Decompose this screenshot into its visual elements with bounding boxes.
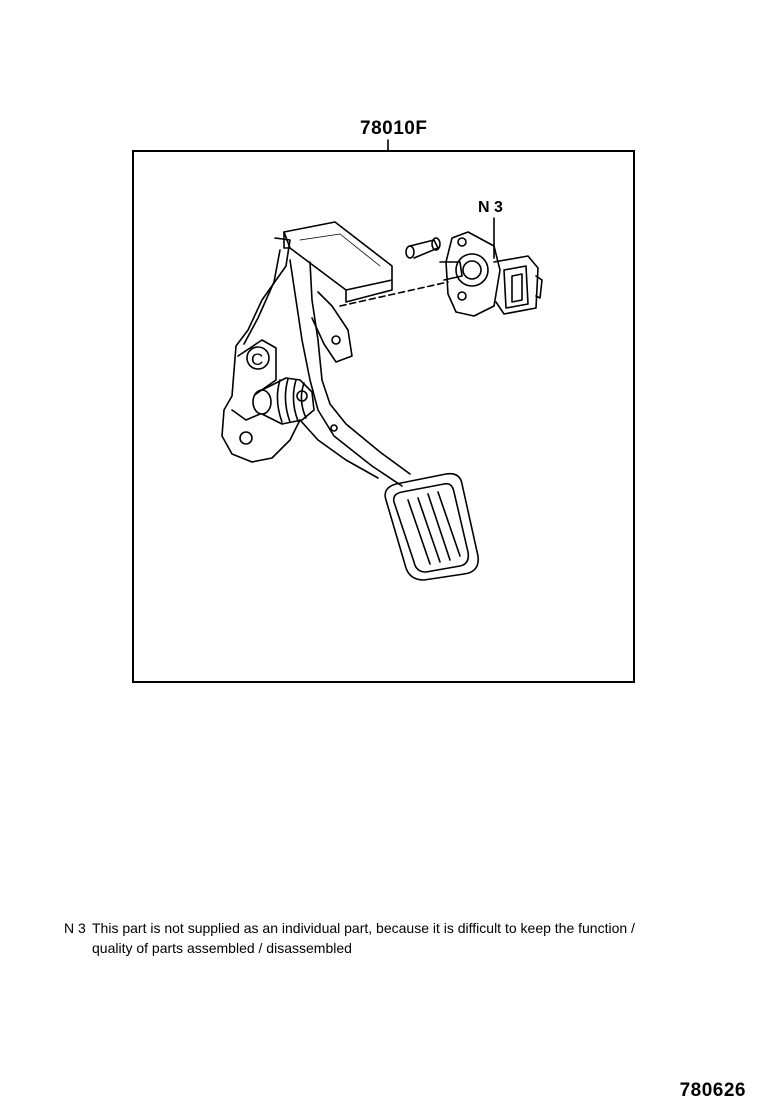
assembly-part-number: 78010F (360, 118, 428, 139)
pin (405, 237, 441, 259)
note-code: N 3 (64, 920, 86, 936)
svg-text:C: C (251, 350, 263, 369)
note-n3: N 3 This part is not supplied as an indi… (64, 918, 724, 958)
pedal-arm (289, 259, 411, 487)
pedal-sensor-n3 (439, 231, 543, 317)
assembly-dashed-line (339, 281, 449, 307)
pedal-pad (384, 472, 480, 581)
note-text-line-1: This part is not supplied as an individu… (92, 920, 635, 936)
callout-n3-label: N 3 (478, 199, 503, 216)
diagram-id: 780626 (679, 1080, 746, 1101)
pivot-spring (252, 377, 315, 425)
pedal-bracket: C (221, 221, 393, 463)
assembly-frame (132, 150, 635, 683)
note-text-line-2: quality of parts assembled / disassemble… (92, 940, 352, 956)
